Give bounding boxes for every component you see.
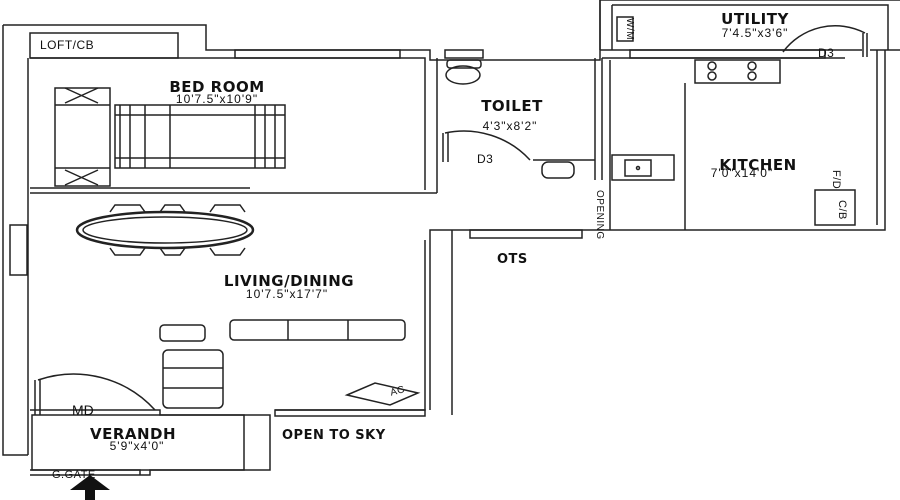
ots-window — [469, 229, 583, 239]
kitchen-dimensions: 7'0"x14'0" — [710, 166, 774, 180]
bedroom-name: BED ROOM — [169, 78, 265, 96]
dining-table — [75, 210, 255, 250]
cb-label: C/B — [836, 200, 848, 220]
gate-label: G.GATE — [52, 469, 96, 481]
utility-door-label: D3 — [818, 46, 835, 60]
bed — [114, 104, 286, 169]
left-window — [9, 224, 28, 276]
wm-box — [616, 16, 634, 42]
wm-label: W/M — [624, 18, 635, 41]
main-door-label: MD — [72, 402, 94, 418]
toilet-dimensions: 4'3"x8'2" — [482, 119, 538, 133]
cb-box — [814, 189, 856, 226]
bedroom-wall — [30, 57, 426, 190]
wc-tank — [446, 59, 482, 69]
toilet-window — [444, 49, 484, 59]
kitchen-name: KITCHEN — [719, 156, 797, 174]
bed-headboard — [54, 87, 111, 187]
toilet-name: TOILET — [481, 97, 543, 115]
armchair — [159, 324, 206, 342]
kitchen-outer-wall — [429, 50, 886, 410]
sofa-3-seater — [229, 319, 406, 341]
open-to-sky-label: OPEN TO SKY — [282, 428, 386, 443]
living-name: LIVING/DINING — [223, 272, 355, 290]
stove — [694, 59, 781, 84]
ots-label: OTS — [497, 252, 528, 267]
utility-dimensions: 7'4.5"x3'6" — [721, 26, 789, 40]
ac-unit — [344, 382, 421, 406]
kitchen-sink — [611, 154, 675, 181]
opening-label: OPENING — [594, 190, 605, 240]
verandh-name: VERANDH — [89, 425, 177, 443]
utility-name: UTILITY — [721, 10, 789, 28]
living-window — [274, 409, 426, 417]
loft-label: LOFT/CB — [40, 38, 95, 52]
verandh-dimensions: 5'9"x4'0" — [109, 439, 165, 453]
fd-label: F/D — [830, 170, 842, 190]
toilet-door-label: D3 — [477, 152, 494, 166]
sofa-side — [162, 349, 224, 409]
entry-arrow-icon — [70, 475, 110, 500]
wc-bowl — [445, 65, 481, 85]
bedroom-window — [234, 49, 401, 59]
living-dimensions: 10'7.5"x17'7" — [245, 287, 329, 301]
bedroom-dimensions: 10'7.5"x10'9" — [175, 92, 259, 106]
utility-window — [629, 49, 826, 59]
washbasin — [541, 161, 575, 179]
